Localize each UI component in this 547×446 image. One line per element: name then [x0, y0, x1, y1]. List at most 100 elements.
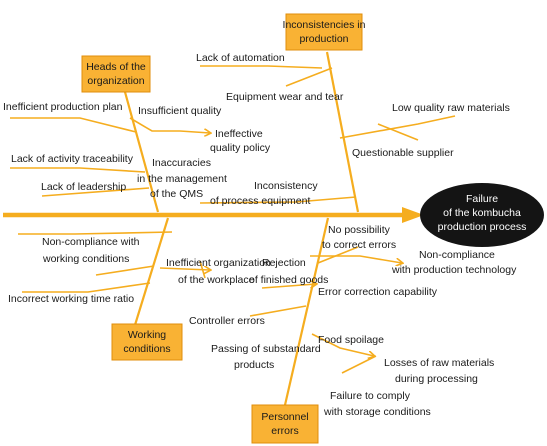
svg-text:Incorrect working time ratio: Incorrect working time ratio — [8, 293, 134, 305]
category-label: errors — [271, 425, 298, 437]
cause-inaccuracies-qms: of the QMS — [150, 188, 203, 200]
category-inconsistencies-in-production: Inconsistencies in production — [283, 13, 366, 51]
cause-rejection-finished-goods: Rejection — [262, 257, 306, 269]
svg-text:Heads of the: Heads of the — [86, 61, 146, 73]
svg-text:Inaccuracies: Inaccuracies — [152, 157, 211, 169]
cause-questionable-supplier: Questionable supplier — [352, 147, 454, 159]
svg-text:errors: errors — [271, 425, 298, 437]
cause-lack-of-activity-traceability: Lack of activity traceability — [11, 153, 134, 165]
svg-text:Failure: Failure — [466, 193, 498, 205]
svg-text:Insufficient quality: Insufficient quality — [138, 105, 222, 117]
svg-text:Error correction capability: Error correction capability — [318, 286, 438, 298]
svg-text:Lack of automation: Lack of automation — [196, 52, 285, 64]
svg-text:working conditions: working conditions — [42, 253, 129, 265]
category-heads-of-organization: Heads of the organization — [81, 55, 151, 93]
cause-equipment-wear: Equipment wear and tear — [226, 91, 344, 103]
cause-inaccuracies-qms: in the management — [137, 173, 227, 185]
svg-text:production process: production process — [438, 221, 527, 233]
svg-text:during processing: during processing — [395, 373, 478, 385]
category-label: organization — [87, 75, 144, 87]
category-personnel-errors: Personnel errors — [251, 404, 319, 444]
major-bones — [123, 51, 360, 406]
cause-inefficient-workplace: of the workplace — [178, 274, 255, 286]
cause-insufficient-quality: Insufficient quality — [138, 105, 222, 117]
svg-text:in the management: in the management — [137, 173, 227, 185]
svg-text:to correct errors: to correct errors — [322, 239, 396, 251]
cause-low-quality-raw-materials: Low quality raw materials — [392, 102, 510, 114]
category-label: Heads of the — [86, 61, 146, 73]
cause-ineffective-quality-policy: quality policy — [210, 142, 271, 154]
svg-text:Controller errors: Controller errors — [189, 315, 265, 327]
svg-text:products: products — [234, 359, 274, 371]
effect-label: production process — [438, 221, 527, 233]
svg-text:of the kombucha: of the kombucha — [443, 207, 521, 219]
cause-food-spoilage: Food spoilage — [318, 334, 384, 346]
svg-text:Working: Working — [128, 329, 166, 341]
cause-error-correction-capability: Error correction capability — [318, 286, 438, 298]
svg-text:Food spoilage: Food spoilage — [318, 334, 384, 346]
cause-ineffective-quality-policy: Ineffective — [215, 128, 263, 140]
cause-incorrect-working-time: Incorrect working time ratio — [8, 293, 134, 305]
svg-text:conditions: conditions — [123, 343, 170, 355]
svg-text:Personnel: Personnel — [261, 411, 308, 423]
svg-text:of the workplace: of the workplace — [178, 274, 255, 286]
svg-text:of the QMS: of the QMS — [150, 188, 203, 200]
svg-text:Inconsistency: Inconsistency — [254, 180, 318, 192]
cause-lack-of-automation: Lack of automation — [196, 52, 285, 64]
svg-text:with storage conditions: with storage conditions — [323, 406, 431, 418]
category-label: conditions — [123, 343, 170, 355]
cause-labels: Inefficient production plan Insufficient… — [3, 52, 517, 418]
effect-label: of the kombucha — [443, 207, 521, 219]
svg-text:with production technology: with production technology — [391, 264, 517, 276]
cause-losses-raw-materials: during processing — [395, 373, 478, 385]
cause-passing-substandard: products — [234, 359, 274, 371]
svg-text:Failure to comply: Failure to comply — [330, 390, 411, 402]
svg-text:Questionable supplier: Questionable supplier — [352, 147, 454, 159]
svg-text:Losses of raw materials: Losses of raw materials — [384, 357, 494, 369]
cause-controller-errors: Controller errors — [189, 315, 265, 327]
effect-label: Failure — [466, 193, 498, 205]
cause-inconsistency-equipment: of process equipment — [210, 195, 310, 207]
cause-no-possibility-correct: to correct errors — [322, 239, 396, 251]
cause-noncompliance-technology: with production technology — [391, 264, 517, 276]
cause-no-possibility-correct: No possibility — [328, 224, 391, 236]
svg-text:Low quality raw materials: Low quality raw materials — [392, 102, 510, 114]
svg-text:Equipment wear and tear: Equipment wear and tear — [226, 91, 344, 103]
cause-inefficient-workplace: Inefficient organization — [166, 257, 271, 269]
svg-text:organization: organization — [87, 75, 144, 87]
cause-noncompliance-technology: Non-compliance — [419, 249, 495, 261]
cause-inaccuracies-qms: Inaccuracies — [152, 157, 211, 169]
svg-text:quality policy: quality policy — [210, 142, 271, 154]
cause-inconsistency-equipment: Inconsistency — [254, 180, 318, 192]
minor-bones — [10, 65, 456, 374]
category-working-conditions: Working conditions — [111, 323, 183, 361]
svg-text:Passing of substandard: Passing of substandard — [211, 343, 321, 355]
category-label: Working — [128, 329, 166, 341]
effect-node: Failure of the kombucha production proce… — [420, 183, 544, 247]
category-label: production — [299, 33, 348, 45]
svg-text:Inconsistencies in: Inconsistencies in — [283, 19, 366, 31]
svg-text:Lack of leadership: Lack of leadership — [41, 181, 126, 193]
cause-losses-raw-materials: Losses of raw materials — [384, 357, 494, 369]
cause-noncompliance-working: Non-compliance with — [42, 236, 140, 248]
cause-noncompliance-working: working conditions — [42, 253, 129, 265]
category-label: Inconsistencies in — [283, 19, 366, 31]
svg-text:of process equipment: of process equipment — [210, 195, 310, 207]
svg-text:production: production — [299, 33, 348, 45]
svg-text:of finished goods: of finished goods — [249, 274, 328, 286]
cause-failure-storage: Failure to comply — [330, 390, 411, 402]
svg-text:Inefficient production plan: Inefficient production plan — [3, 101, 123, 113]
svg-text:Non-compliance: Non-compliance — [419, 249, 495, 261]
cause-rejection-finished-goods: of finished goods — [249, 274, 328, 286]
cause-failure-storage: with storage conditions — [323, 406, 431, 418]
svg-text:Lack of activity traceability: Lack of activity traceability — [11, 153, 134, 165]
svg-text:Inefficient organization: Inefficient organization — [166, 257, 271, 269]
cause-inefficient-production-plan: Inefficient production plan — [3, 101, 123, 113]
spine — [3, 207, 424, 223]
svg-text:No possibility: No possibility — [328, 224, 391, 236]
svg-text:Ineffective: Ineffective — [215, 128, 263, 140]
svg-text:Non-compliance with: Non-compliance with — [42, 236, 140, 248]
svg-text:Rejection: Rejection — [262, 257, 306, 269]
cause-lack-of-leadership: Lack of leadership — [41, 181, 126, 193]
